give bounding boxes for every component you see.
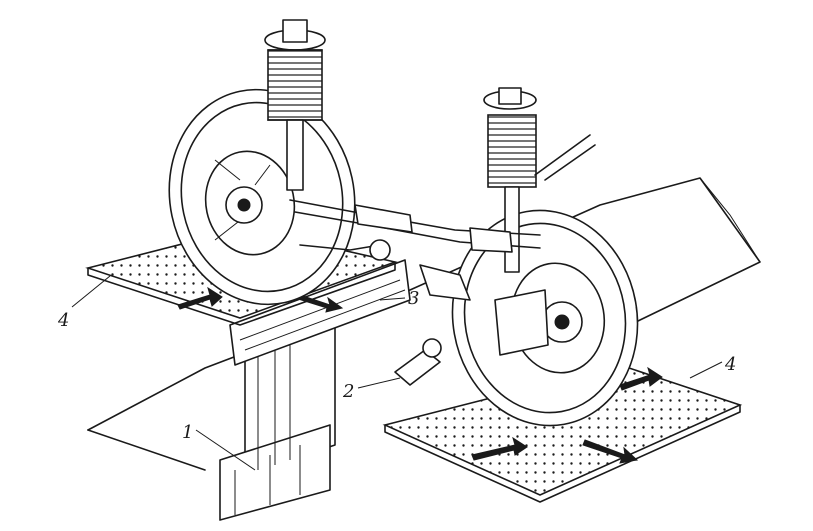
lift-beam [229,259,411,366]
callout-3: 3 [408,288,419,309]
leader-lines [71,275,723,471]
left-wheel [168,88,356,306]
left-strut-assembly [264,19,326,191]
steering-rack-and-driveshaft [289,134,596,301]
right-wheel [451,209,639,427]
callout-4-right: 4 [724,354,736,375]
callout-2: 2 [342,381,354,402]
callout-4-left: 4 [57,310,69,331]
right-strut-assembly [483,87,537,273]
callout-1: 1 [182,422,193,443]
sensor-head [394,338,442,386]
